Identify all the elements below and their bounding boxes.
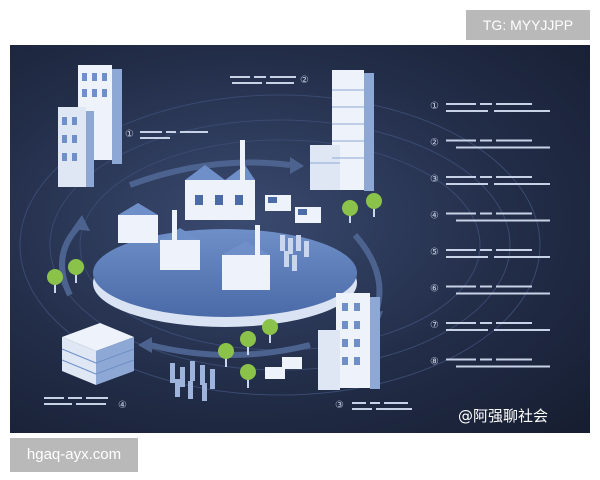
legend-list: ① ② ③ ④ ⑤ ⑥ ⑦ ⑧ [430, 101, 550, 368]
tree-icon [218, 343, 234, 367]
legend-text-placeholder [494, 146, 550, 149]
legend-text-placeholder [480, 212, 492, 215]
callout-2: ② [230, 75, 309, 86]
legend-text-placeholder [494, 183, 550, 185]
legend-text-placeholder [480, 103, 492, 105]
legend-text-placeholder [496, 322, 532, 324]
trucks-icon [265, 195, 321, 223]
tree-icon [47, 269, 63, 293]
legend-item: ⑧ [430, 357, 550, 368]
legend-text-placeholder [480, 285, 492, 288]
legend-text-placeholder [446, 329, 488, 331]
office-tower-icon [58, 65, 122, 187]
legend-text-placeholder [446, 103, 476, 105]
legend-text-placeholder [494, 110, 550, 112]
legend-text-placeholder [456, 365, 498, 368]
legend-item: ⑦ [430, 320, 550, 331]
callout-4: ④ [44, 397, 127, 411]
legend-number: ⑥ [430, 284, 439, 295]
legend-text-placeholder [456, 219, 498, 222]
tree-icon [262, 319, 278, 343]
author-credit: @阿强聊社会 [458, 407, 549, 425]
watermark-top: TG: MYYJJPP [466, 10, 590, 40]
legend-text-placeholder [496, 212, 532, 215]
legend-text-placeholder [446, 139, 476, 142]
legend-number: ⑤ [430, 247, 439, 258]
callout-number: ① [125, 129, 134, 140]
apartment-building-icon [318, 293, 380, 390]
tree-icon [240, 331, 256, 355]
legend-text-placeholder [446, 249, 476, 251]
legend-text-placeholder [480, 176, 492, 178]
factory-icon [185, 140, 255, 220]
tree-icon [342, 200, 358, 223]
legend-text-placeholder [446, 176, 476, 178]
arrow-top [128, 159, 291, 188]
legend-text-placeholder [494, 329, 550, 331]
legend-text-placeholder [446, 256, 488, 258]
stacked-tower-icon [310, 70, 374, 191]
plant-icon [222, 225, 270, 290]
legend-text-placeholder [496, 176, 532, 178]
legend-item: ① [430, 101, 550, 112]
legend-text-placeholder [456, 146, 498, 149]
legend-text-placeholder [494, 256, 550, 258]
legend-number: ⑦ [430, 320, 439, 331]
legend-text-placeholder [446, 110, 488, 112]
legend-item: ⑤ [430, 247, 550, 258]
crowd-icon [170, 361, 215, 401]
legend-text-placeholder [494, 292, 550, 295]
legend-text-placeholder [446, 285, 476, 288]
tree-icon [240, 364, 256, 388]
callout-number: ② [300, 75, 309, 86]
legend-number: ③ [430, 174, 439, 185]
tree-icon [366, 193, 382, 217]
stacked-blocks-icon [61, 323, 135, 385]
legend-text-placeholder [496, 249, 532, 251]
legend-number: ① [430, 101, 439, 112]
legend-text-placeholder [446, 212, 476, 215]
legend-text-placeholder [496, 139, 532, 142]
arrow-left [59, 222, 83, 297]
illustration-panel: ① ② ③ ④ ① ② ③ ④ ⑤ ⑥ ⑦ ⑧ [10, 45, 590, 433]
legend-text-placeholder [480, 139, 492, 142]
callout-number: ④ [118, 400, 127, 411]
legend-text-placeholder [446, 358, 476, 361]
legend-text-placeholder [494, 219, 550, 222]
legend-text-placeholder [480, 249, 492, 251]
callout-number: ③ [335, 400, 344, 411]
legend-number: ② [430, 138, 439, 149]
legend-item: ④ [430, 211, 550, 222]
callout-1: ① [125, 129, 208, 140]
legend-text-placeholder [446, 183, 488, 185]
tree-icon [68, 259, 84, 283]
legend-text-placeholder [456, 292, 498, 295]
legend-text-placeholder [494, 365, 550, 368]
legend-number: ⑧ [430, 357, 439, 368]
legend-item: ② [430, 138, 550, 149]
legend-item: ⑥ [430, 284, 550, 295]
legend-text-placeholder [480, 322, 492, 324]
trees [47, 193, 382, 388]
legend-text-placeholder [496, 358, 532, 361]
legend-item: ③ [430, 174, 550, 185]
callout-3: ③ [335, 400, 412, 411]
watermark-bottom: hgaq-ayx.com [10, 438, 138, 472]
legend-text-placeholder [446, 322, 476, 324]
legend-text-placeholder [496, 103, 532, 105]
legend-text-placeholder [496, 285, 532, 288]
city-diagram: ① ② ③ ④ ① ② ③ ④ ⑤ ⑥ ⑦ ⑧ [19, 65, 550, 411]
warehouse-icon [118, 203, 200, 270]
legend-number: ④ [430, 211, 439, 222]
legend-text-placeholder [480, 358, 492, 361]
vans-icon [265, 357, 302, 379]
people-group-icon [280, 235, 309, 271]
